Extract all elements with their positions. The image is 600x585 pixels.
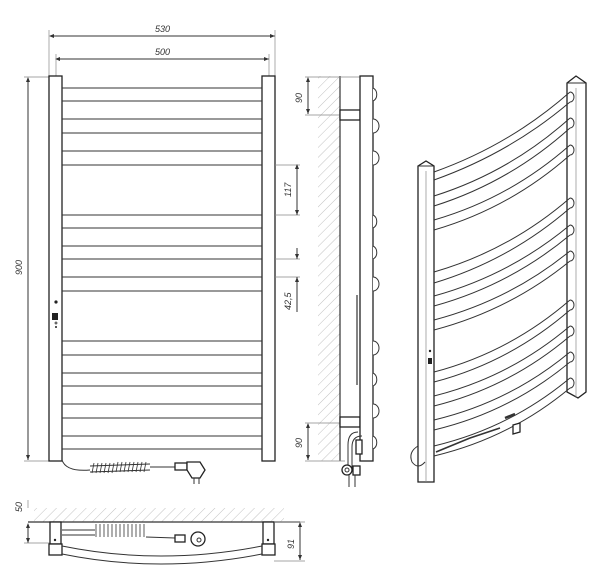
side-heater-plug [341, 431, 363, 487]
top-plug-icon [190, 531, 206, 547]
rail-profiles [372, 87, 380, 450]
dimension-label-530: 530 [155, 24, 170, 34]
iso-cable-loop [410, 445, 426, 467]
top-view: 50 91 [14, 500, 305, 565]
indicator-dot [54, 300, 58, 304]
wall-hatch [318, 76, 340, 461]
iso-rails [433, 91, 571, 457]
iso-control-icon [428, 358, 432, 364]
control-panel [52, 300, 58, 328]
gap-dimensions: 117 42,5 [283, 164, 299, 312]
top-curved-rail [61, 545, 263, 557]
dimension-label-900: 900 [14, 260, 24, 275]
left-post [48, 75, 63, 462]
dimension-label-50: 50 [14, 502, 24, 512]
right-post [261, 75, 276, 462]
iso-right-post [566, 75, 587, 399]
dimension-label-91: 91 [286, 539, 296, 549]
plug-sleeve [174, 462, 188, 471]
top-coiled-cable [95, 524, 145, 537]
power-cable [61, 459, 206, 484]
dimension-label-117: 117 [283, 182, 293, 197]
iso-coiled-cable [435, 427, 501, 453]
rails [62, 87, 262, 450]
plug-side-icon [341, 464, 353, 476]
dimension-label-top-90: 90 [294, 93, 304, 103]
dimension-label-500: 500 [155, 47, 170, 57]
dimension-label-bottom-90: 90 [294, 438, 304, 448]
top-wall-hatch [34, 508, 284, 522]
side-post [359, 75, 374, 462]
isometric-view [410, 75, 587, 483]
front-view: 530 500 900 [14, 24, 300, 484]
side-view: 90 90 [294, 75, 380, 487]
iso-indicator-dot [428, 349, 432, 353]
iso-plug-icon [512, 422, 521, 435]
plug-icon [186, 461, 206, 479]
lower-bracket [339, 416, 361, 428]
upper-bracket [339, 109, 361, 121]
control-unit-icon [52, 313, 58, 320]
dimension-label-42-5: 42,5 [283, 291, 293, 310]
